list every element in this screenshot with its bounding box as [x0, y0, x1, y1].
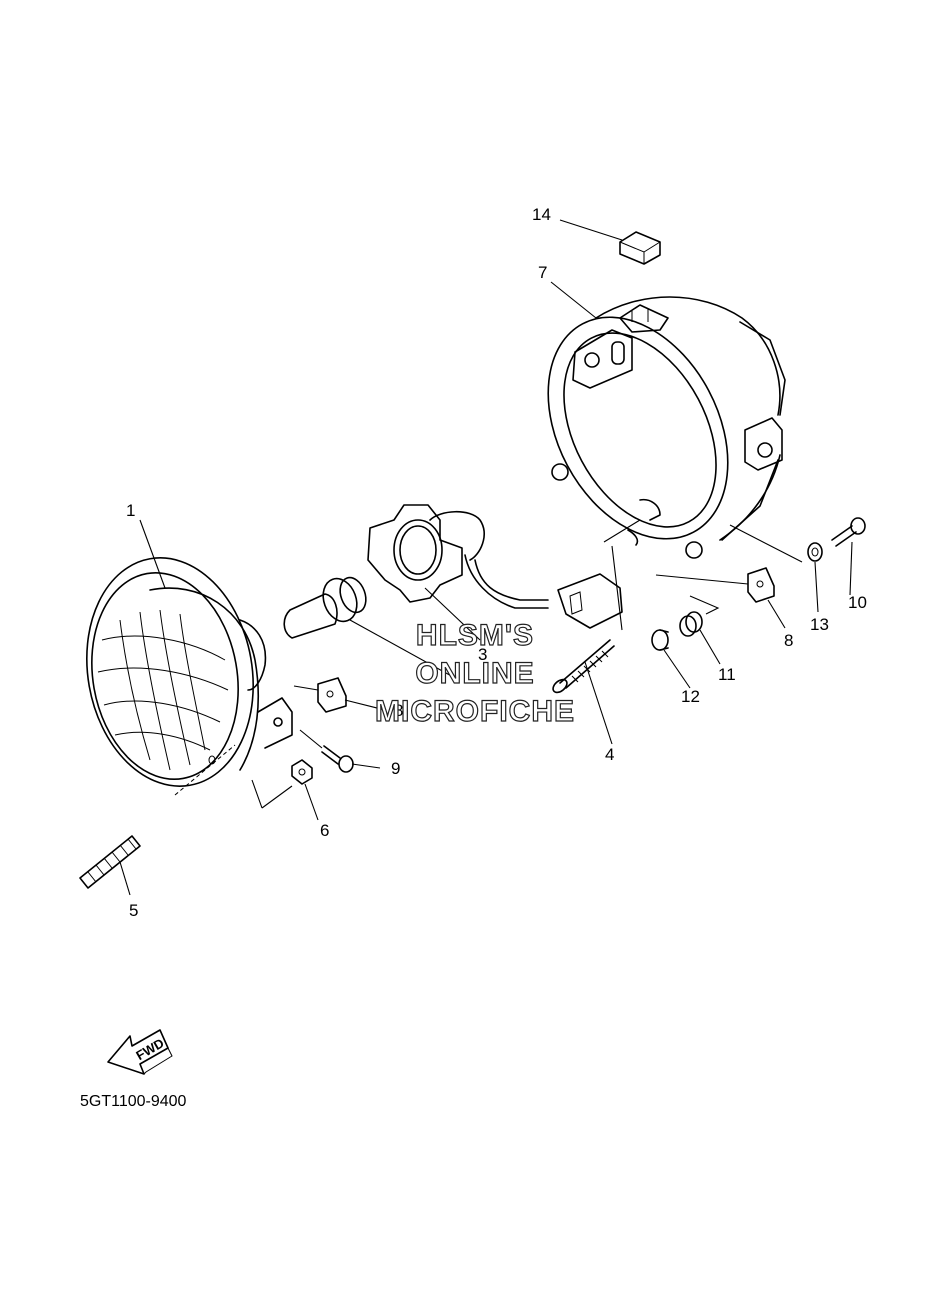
watermark-line-1: HLSM'S — [416, 619, 534, 652]
headlight-housing — [547, 296, 786, 559]
watermark-line-3: MICROFICHE — [375, 695, 575, 728]
callout-3: 3 — [478, 645, 487, 664]
callout-14: 14 — [532, 205, 551, 224]
clip-nut-right — [747, 567, 775, 603]
callout-13: 13 — [810, 615, 829, 634]
callout-6: 6 — [320, 821, 329, 840]
callout-9: 9 — [391, 759, 400, 778]
diagram-code: 5GT1100-9400 — [80, 1093, 187, 1110]
clip-nut-left — [317, 677, 347, 713]
bulb-socket-cord — [367, 504, 623, 629]
callout-1: 1 — [126, 501, 135, 520]
callout-5: 5 — [129, 901, 138, 920]
callout-numbers: 1 14 7 3 4 5 6 8 9 10 11 12 13 8 — [126, 205, 867, 920]
callout-11: 11 — [718, 665, 736, 684]
grommet — [679, 611, 703, 637]
housing-cap — [619, 231, 661, 265]
callout-12: 12 — [681, 687, 700, 706]
callout-7: 7 — [538, 263, 547, 282]
callout-8-right: 8 — [784, 631, 793, 650]
collar — [651, 629, 669, 651]
callout-8-left: 8 — [394, 701, 403, 720]
washer — [807, 542, 823, 562]
nut — [291, 759, 313, 785]
adjusting-spring — [79, 835, 141, 889]
callout-4: 4 — [605, 745, 614, 764]
headlight-unit — [86, 557, 293, 796]
watermark: HLSM'S ONLINE MICROFICHE — [374, 618, 575, 728]
screw-10 — [831, 517, 866, 547]
adjusting-screw — [552, 639, 615, 694]
watermark-line-2: ONLINE — [415, 657, 534, 690]
headlight-bulb — [283, 576, 367, 639]
fwd-arrow: FWD — [107, 1029, 173, 1075]
screw-9 — [321, 745, 354, 773]
callout-10: 10 — [848, 593, 867, 612]
leader-lines — [119, 219, 853, 896]
